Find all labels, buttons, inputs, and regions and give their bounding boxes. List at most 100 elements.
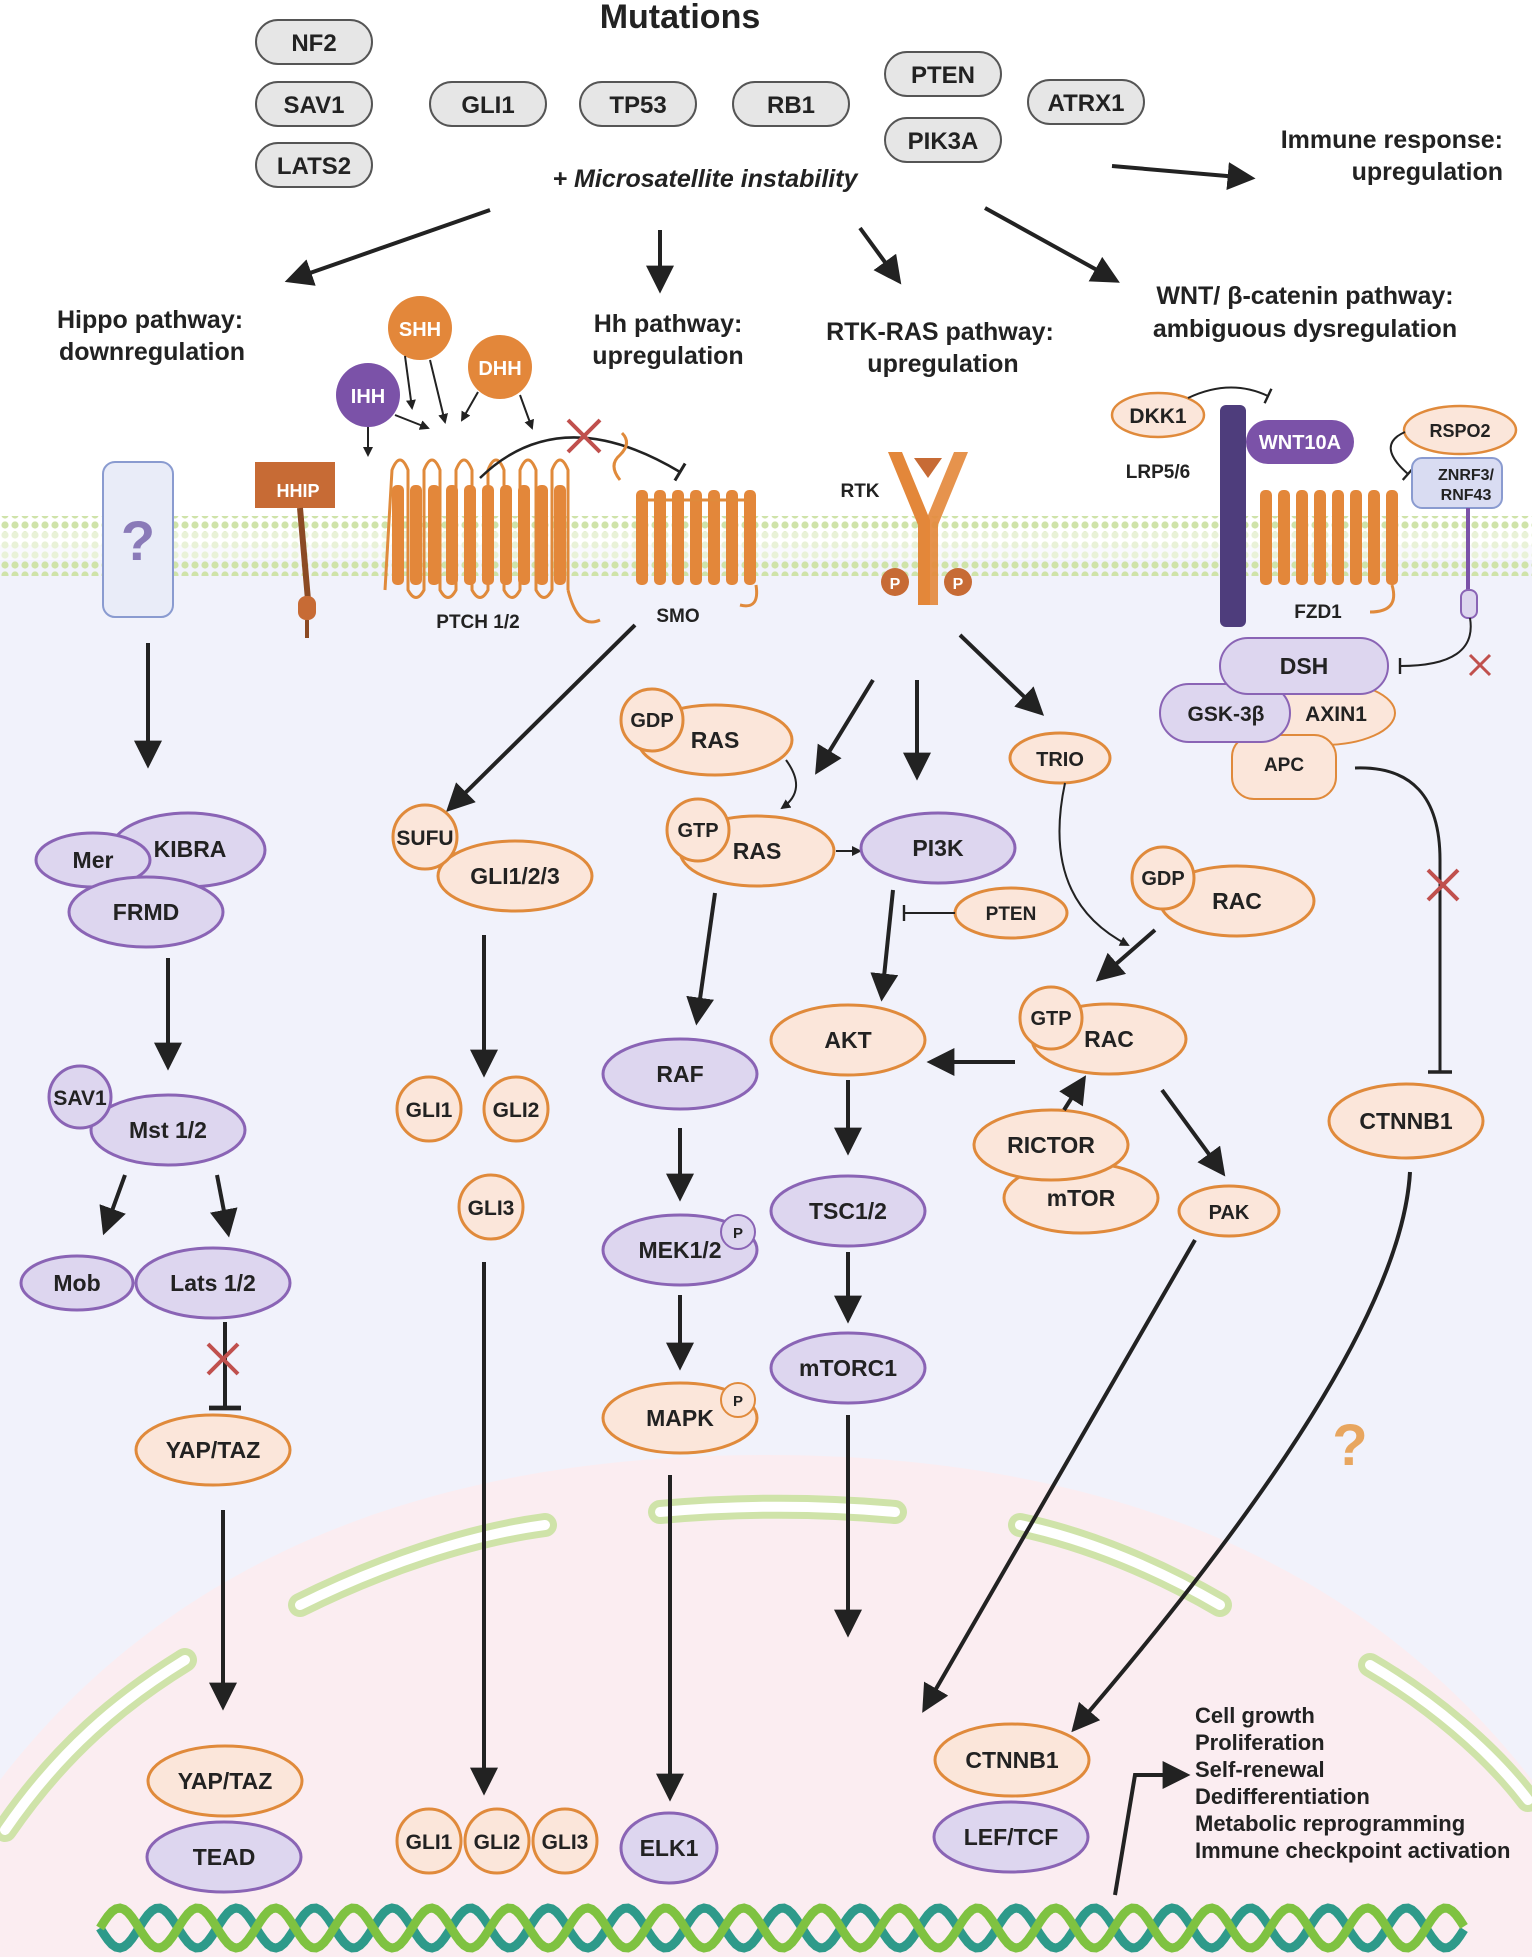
svg-text:mTORC1: mTORC1 <box>799 1355 897 1381</box>
svg-text:SAV1: SAV1 <box>53 1087 107 1110</box>
hh-gli123: GLI1/2/3 <box>436 839 594 913</box>
hippo-sav1: SAV1 <box>47 1064 113 1130</box>
wnt-ctnnb1-nuclear: CTNNB1 <box>933 1722 1091 1798</box>
rtk-pathway-header: RTK-RAS pathway: upregulation <box>826 318 1054 378</box>
svg-text:YAP/TAZ: YAP/TAZ <box>166 1437 261 1463</box>
rtk-mek: MEK1/2 P <box>601 1213 759 1287</box>
mutation-lats2: LATS2 <box>255 142 373 188</box>
wnt-inhibition-cross <box>1426 868 1460 902</box>
ptch-smo-inhibition <box>479 418 687 482</box>
svg-text:GLI3: GLI3 <box>468 1197 515 1220</box>
svg-text:GLI2: GLI2 <box>493 1099 540 1122</box>
svg-text:TP53: TP53 <box>609 92 666 119</box>
ctnnb1-nucleus-arrow <box>1071 1171 1412 1733</box>
apc-ctnnb1-inhibition <box>1354 766 1452 1074</box>
mutation-tp53: TP53 <box>579 81 697 127</box>
svg-text:upregulation: upregulation <box>592 342 743 370</box>
rtk-ras-cycle <box>780 759 797 810</box>
svg-text:GLI1: GLI1 <box>406 1831 453 1854</box>
trio-rac-arrow <box>1058 782 1130 946</box>
svg-text:ELK1: ELK1 <box>640 1835 699 1861</box>
mutation-sav1: SAV1 <box>255 81 373 127</box>
svg-text:?: ? <box>121 509 155 572</box>
hh-gli1: GLI1 <box>395 1075 463 1143</box>
ptch-label: PTCH 1/2 <box>436 612 519 633</box>
ligand-shh: SHH <box>388 296 452 360</box>
svg-text:RAC: RAC <box>1212 888 1262 914</box>
svg-text:Mob: Mob <box>53 1270 100 1296</box>
wnt-dsh: DSH <box>1219 637 1389 695</box>
mutation-arrows <box>284 162 1256 294</box>
rtk-elk1: ELK1 <box>619 1811 719 1885</box>
hh-gli1-nuclear: GLI1 <box>395 1807 463 1875</box>
outcome-list: Cell growth Proliferation Self-renewal D… <box>1195 1703 1510 1863</box>
rtk-akt: AKT <box>769 1003 927 1077</box>
svg-text:GTP: GTP <box>677 820 718 842</box>
hh-gli2-nuclear: GLI2 <box>463 1807 531 1875</box>
svg-text:DKK1: DKK1 <box>1129 405 1186 428</box>
svg-text:TSC1/2: TSC1/2 <box>809 1198 887 1224</box>
ptch-receptor <box>383 458 601 624</box>
svg-text:upregulation: upregulation <box>1352 158 1503 186</box>
svg-text:RICTOR: RICTOR <box>1007 1132 1095 1158</box>
ras-raf-arrow <box>686 892 717 1026</box>
rtk-gtp-ras: GTP <box>665 797 731 863</box>
svg-text:LEF/TCF: LEF/TCF <box>964 1824 1059 1850</box>
svg-text:P: P <box>890 576 901 593</box>
hippo-mst: Mst 1/2 <box>89 1093 247 1167</box>
svg-text:GLI3: GLI3 <box>542 1831 589 1854</box>
diagram-title: Mutations <box>600 0 761 36</box>
hippo-arrow-3 <box>99 1174 127 1236</box>
svg-text:SAV1: SAV1 <box>284 92 345 119</box>
svg-text:Self-renewal: Self-renewal <box>1195 1757 1325 1782</box>
svg-text:mTOR: mTOR <box>1047 1185 1116 1211</box>
svg-text:RB1: RB1 <box>767 92 815 119</box>
immune-response-label: Immune response: upregulation <box>1281 126 1503 186</box>
rtk-gdp-rac: GDP <box>1130 845 1196 911</box>
rac-pak-arrow <box>1160 1088 1226 1177</box>
svg-text:RAS: RAS <box>733 838 782 864</box>
svg-text:GLI1: GLI1 <box>461 92 514 119</box>
hippo-yaptaz-nuclear: YAP/TAZ <box>146 1744 304 1818</box>
svg-text:P: P <box>733 1393 743 1410</box>
mutation-nf2: NF2 <box>255 19 373 65</box>
wnt-pathway-header: WNT/ β-catenin pathway: ambiguous dysreg… <box>1153 282 1457 343</box>
svg-text:APC: APC <box>1264 755 1304 776</box>
svg-text:Metabolic reprogramming: Metabolic reprogramming <box>1195 1811 1465 1836</box>
svg-text:IHH: IHH <box>351 386 385 408</box>
svg-text:GSK-3β: GSK-3β <box>1188 703 1265 726</box>
svg-text:GLI1/2/3: GLI1/2/3 <box>470 863 559 889</box>
ligand-dhh: DHH <box>468 335 532 399</box>
svg-text:YAP/TAZ: YAP/TAZ <box>178 1768 273 1794</box>
svg-text:GLI1: GLI1 <box>406 1099 453 1122</box>
dna-helix <box>96 1903 1468 1953</box>
ptch-body <box>392 485 566 585</box>
rtk-mapk: MAPK P <box>601 1381 759 1455</box>
hh-pathway-header: Hh pathway: upregulation <box>592 310 743 370</box>
hh-gli2: GLI2 <box>482 1075 550 1143</box>
hh-gli3: GLI3 <box>457 1173 525 1241</box>
fzd1-receptor <box>1260 490 1398 614</box>
wnt10a-ligand: WNT10A <box>1246 420 1354 464</box>
hippo-lats: Lats 1/2 <box>134 1246 292 1320</box>
wnt-ctnnb1: CTNNB1 <box>1327 1082 1485 1160</box>
svg-text:LATS2: LATS2 <box>277 153 351 180</box>
svg-text:GLI2: GLI2 <box>474 1831 521 1854</box>
dna-strand-b <box>96 1903 1468 1953</box>
svg-text:ambiguous dysregulation: ambiguous dysregulation <box>1153 315 1457 343</box>
svg-text:AXIN1: AXIN1 <box>1305 703 1367 726</box>
hippo-mer: Mer <box>34 831 152 889</box>
rtk-gtp-rac: GTP <box>1018 985 1084 1051</box>
hh-sufu: SUFU <box>391 803 459 871</box>
svg-text:TRIO: TRIO <box>1036 749 1084 771</box>
lrp-label: LRP5/6 <box>1126 462 1190 483</box>
svg-text:RNF43: RNF43 <box>1441 487 1492 504</box>
rtk-label: RTK <box>840 481 879 502</box>
svg-text:KIBRA: KIBRA <box>154 836 227 862</box>
svg-text:P: P <box>733 1225 743 1242</box>
znrf3-rnf43-node: ZNRF3/ RNF43 <box>1411 457 1503 619</box>
svg-text:ZNRF3/: ZNRF3/ <box>1438 467 1495 484</box>
svg-text:downregulation: downregulation <box>59 338 245 366</box>
svg-text:DSH: DSH <box>1280 653 1329 679</box>
hh-gli3-nuclear: GLI3 <box>531 1807 599 1875</box>
